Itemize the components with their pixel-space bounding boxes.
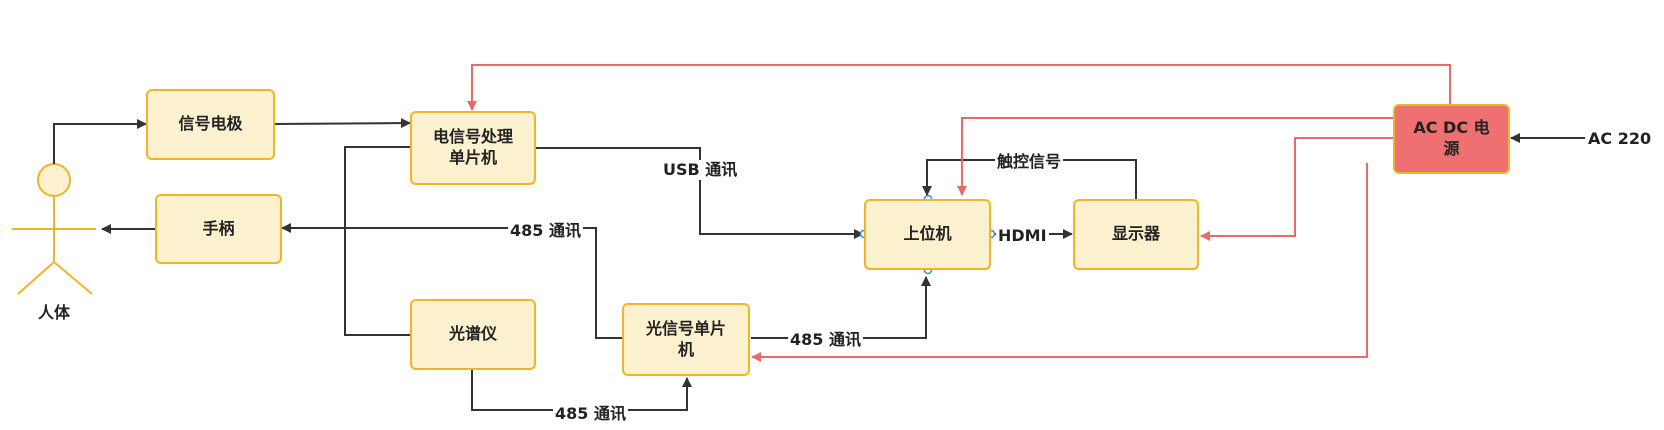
spectrometer-to-handle-line xyxy=(344,146,410,336)
r485-mid-label: 485 通讯 xyxy=(788,330,863,350)
usb-label: USB 通讯 xyxy=(661,160,740,180)
person-label: 人体 xyxy=(38,303,71,322)
elec-mcu-node: 电信号处理单片机 xyxy=(410,111,536,185)
handle-node: 手柄 xyxy=(155,194,282,264)
power-node: AC DC 电源 xyxy=(1393,104,1510,174)
host-node: 上位机 xyxy=(864,199,991,270)
electrode-to-elec-mcu-line xyxy=(274,118,411,129)
power-to-opt-mcu-line xyxy=(751,163,1368,362)
person-icon xyxy=(12,163,96,295)
power-to-display-line xyxy=(1200,137,1393,241)
electrode-node: 信号电极 xyxy=(146,89,275,160)
elec-mcu-to-host-line xyxy=(534,147,864,239)
display-node: 显示器 xyxy=(1073,199,1199,270)
ac220-label: AC 220 xyxy=(1588,129,1652,148)
power-to-elec-mcu-line xyxy=(467,64,1451,111)
r485-top-label: 485 通讯 xyxy=(508,221,583,241)
person-to-electrode-line xyxy=(53,119,147,164)
touch-label: 触控信号 xyxy=(995,152,1064,172)
opt-mcu-to-host-line xyxy=(751,276,931,339)
r485-bottom-label: 485 通讯 xyxy=(553,404,628,424)
spectrometer-node: 光谱仪 xyxy=(410,299,536,370)
power-to-host-line xyxy=(957,117,1393,196)
opt-mcu-to-handle-line xyxy=(281,223,622,339)
opt-mcu-node: 光信号单片机 xyxy=(622,303,750,376)
hdmi-label: HDMI xyxy=(996,226,1049,246)
